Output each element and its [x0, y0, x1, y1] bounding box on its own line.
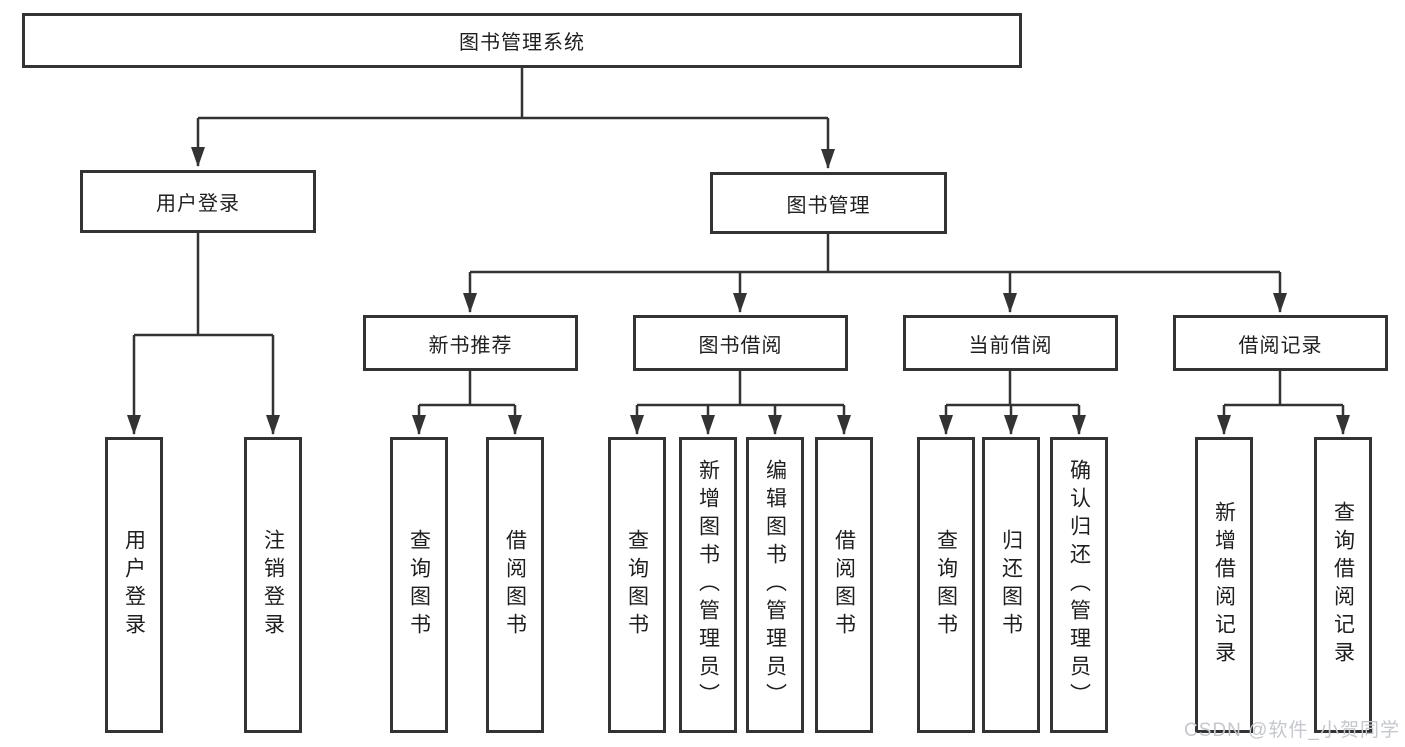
node-label: 新增图书（管理员） [696, 459, 720, 711]
node-label: 新书推荐 [428, 334, 513, 357]
node-leaf-logout: 注销登录 [244, 437, 302, 733]
node-book-management: 图书管理 [710, 172, 947, 234]
node-label: 图书管理 [786, 194, 871, 217]
node-leaf-confirm-return-admin: 确认归还（管理员） [1050, 437, 1108, 733]
node-borrowing-records: 借阅记录 [1173, 315, 1388, 371]
node-leaf-query-borrow-record: 查询借阅记录 [1314, 437, 1372, 733]
node-user-login: 用户登录 [80, 170, 316, 233]
node-label: 当前借阅 [968, 334, 1053, 357]
node-label: 查询图书 [934, 529, 958, 641]
csdn-watermark: CSDN @软件_小贺同学 [1184, 720, 1400, 741]
node-label: 查询借阅记录 [1331, 501, 1355, 669]
node-label: 新增借阅记录 [1212, 501, 1236, 669]
node-leaf-add-books-admin: 新增图书（管理员） [679, 437, 737, 733]
node-new-book-recommendation: 新书推荐 [363, 315, 578, 371]
node-current-borrowing: 当前借阅 [903, 315, 1118, 371]
node-leaf-borrow-books-recommendation: 借阅图书 [486, 437, 544, 733]
node-label: 用户登录 [122, 529, 146, 641]
node-label: 图书管理系统 [459, 32, 585, 54]
node-label: 查询图书 [625, 529, 649, 641]
node-leaf-return-books: 归还图书 [982, 437, 1040, 733]
node-label: 确认归还（管理员） [1067, 459, 1091, 711]
node-leaf-user-login: 用户登录 [105, 437, 163, 733]
node-leaf-edit-books-admin: 编辑图书（管理员） [746, 437, 804, 733]
node-label: 用户登录 [156, 193, 240, 215]
node-book-borrowing: 图书借阅 [633, 315, 848, 371]
node-label: 借阅图书 [503, 529, 527, 641]
node-leaf-add-borrow-record: 新增借阅记录 [1195, 437, 1253, 733]
node-label: 编辑图书（管理员） [763, 459, 787, 711]
node-label: 图书借阅 [698, 334, 783, 357]
node-leaf-query-books-recommendation: 查询图书 [390, 437, 448, 733]
node-leaf-query-books-borrowing: 查询图书 [608, 437, 666, 733]
node-label: 归还图书 [999, 529, 1023, 641]
node-label: 注销登录 [261, 529, 285, 641]
node-library-management-system: 图书管理系统 [22, 13, 1022, 68]
node-leaf-query-books-current: 查询图书 [917, 437, 975, 733]
node-label: 借阅图书 [832, 529, 856, 641]
node-label: 借阅记录 [1238, 334, 1323, 357]
node-label: 查询图书 [407, 529, 431, 641]
node-leaf-borrow-books: 借阅图书 [815, 437, 873, 733]
